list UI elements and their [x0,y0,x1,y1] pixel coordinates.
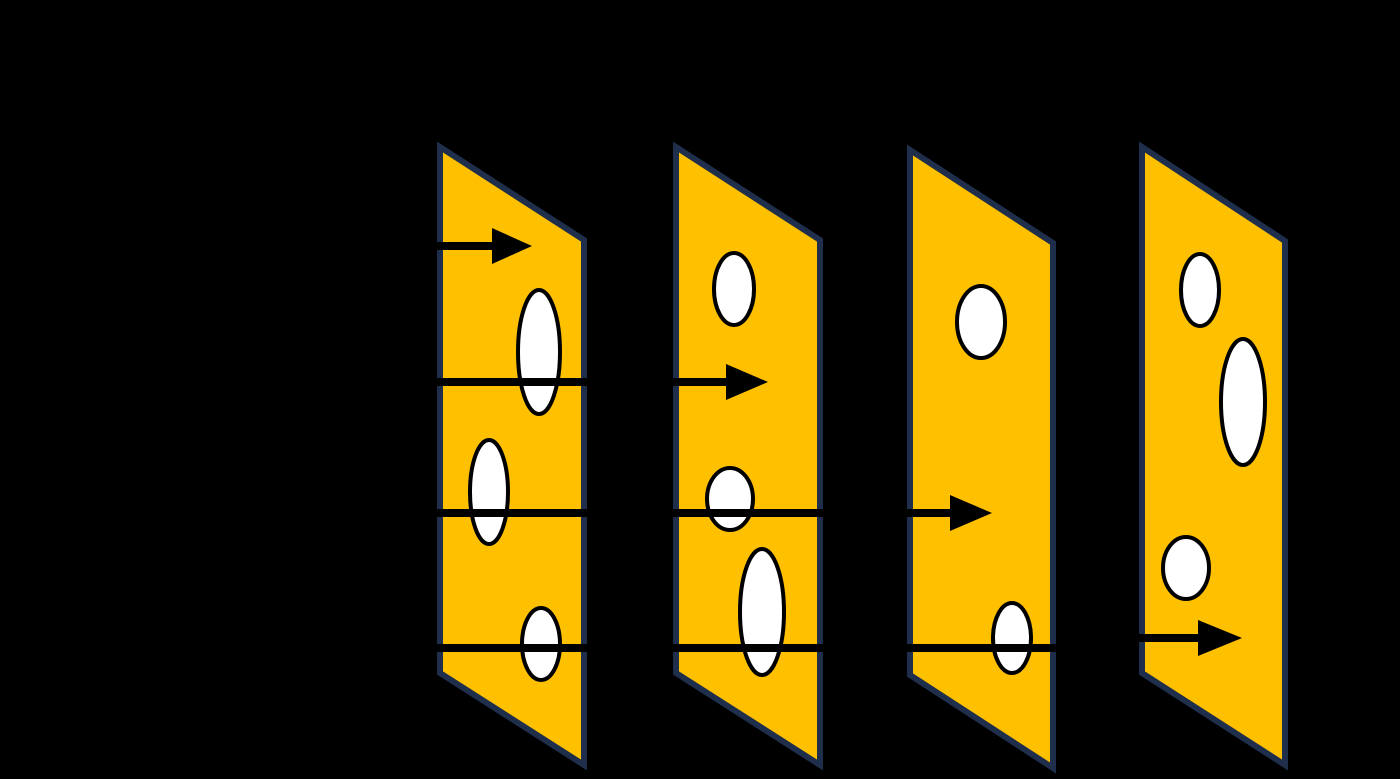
hazard-arrow-2 [432,364,768,400]
cheese-slice-1 [437,141,587,771]
slice-hole [712,251,756,327]
slice-body [907,144,1056,774]
slice-body [673,141,823,771]
hazard-arrow-4 [432,620,1242,656]
slice-hole [955,284,1007,360]
slice-hole [991,601,1033,675]
slice-hole [1161,535,1211,601]
slice-hole [468,438,510,546]
arrow-head [726,364,768,400]
cheese-slice-4 [1139,141,1288,771]
cheese-slice-2 [673,141,823,771]
arrow-head [950,495,992,531]
cheese-slice-3 [907,144,1056,774]
hazard-arrow-3 [432,495,992,531]
slice-hole [1219,337,1267,467]
slice-body [1139,141,1288,771]
slice-hole [516,288,562,416]
slice-hole [738,547,786,677]
arrow-head [1198,620,1242,656]
arrow-head [492,228,532,264]
slice-hole [1179,252,1221,328]
hazard-arrow-1 [432,228,532,264]
slice-hole [705,466,755,532]
